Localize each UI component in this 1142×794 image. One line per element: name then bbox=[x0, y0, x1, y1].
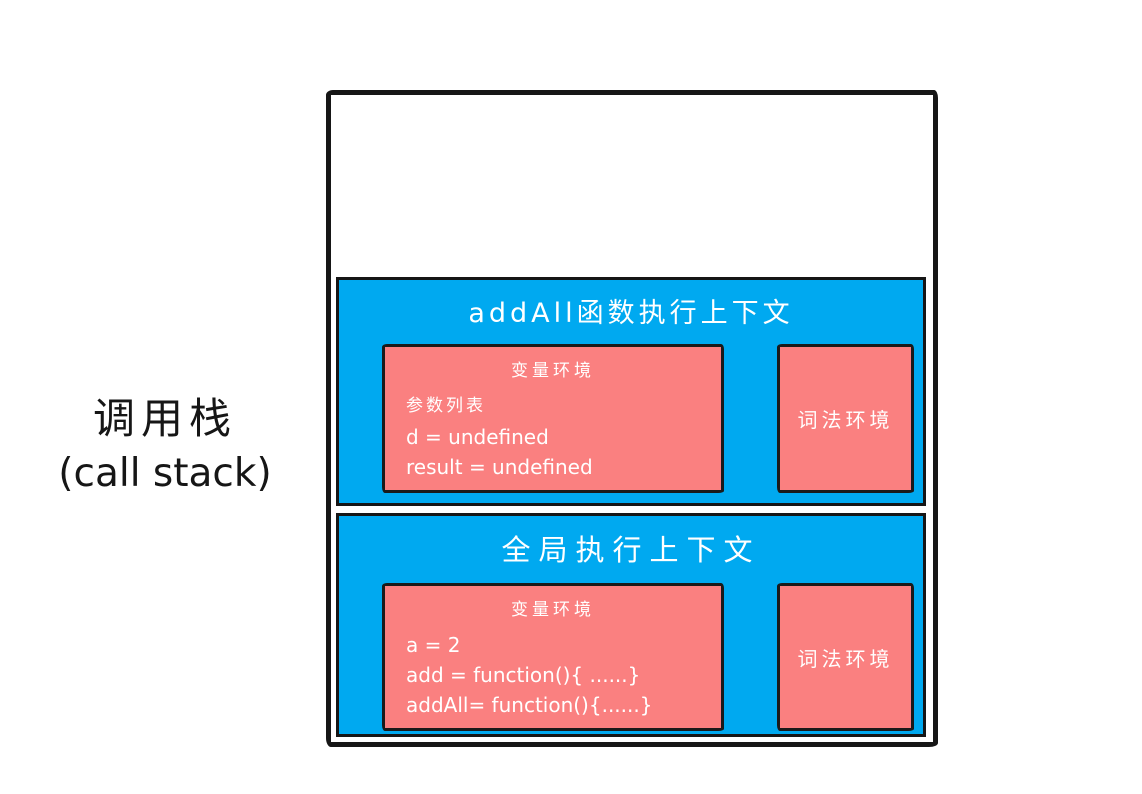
addall-lexical-environment-box: 词法环境 bbox=[777, 344, 914, 493]
call-stack-label-zh: 调用栈 bbox=[92, 394, 237, 443]
global-var-addall: addAll= function(){......} bbox=[406, 693, 653, 717]
addall-variable-environment-lines: 参数列表 d = undefined result = undefined bbox=[406, 390, 713, 482]
global-var-add: add = function(){ ......} bbox=[406, 663, 641, 687]
call-stack-label: 调用栈 (call stack) bbox=[30, 392, 300, 502]
global-variable-environment-lines: a = 2 add = function(){ ......} addAll= … bbox=[406, 630, 713, 720]
addall-var-d: d = undefined bbox=[406, 425, 549, 449]
call-stack-container: addAll函数执行上下文 变量环境 参数列表 d = undefined re… bbox=[326, 90, 938, 747]
addall-variable-environment-title: 变量环境 bbox=[511, 361, 595, 381]
global-var-a: a = 2 bbox=[406, 633, 461, 657]
global-lexical-environment-title: 词法环境 bbox=[797, 646, 894, 671]
execution-context-addall-title: addAll函数执行上下文 bbox=[468, 298, 794, 329]
global-lexical-environment-box: 词法环境 bbox=[777, 583, 914, 731]
global-variable-environment-title: 变量环境 bbox=[511, 600, 595, 620]
addall-parameter-list-label: 参数列表 bbox=[406, 396, 486, 416]
addall-lexical-environment-title: 词法环境 bbox=[797, 408, 894, 432]
addall-variable-environment-box: 变量环境 参数列表 d = undefined result = undefin… bbox=[382, 344, 724, 493]
global-variable-environment-box: 变量环境 a = 2 add = function(){ ......} add… bbox=[382, 583, 724, 731]
execution-context-global: 全局执行上下文 变量环境 a = 2 add = function(){ ...… bbox=[336, 513, 926, 737]
call-stack-label-en: (call stack) bbox=[58, 451, 272, 496]
execution-context-addall: addAll函数执行上下文 变量环境 参数列表 d = undefined re… bbox=[336, 277, 926, 506]
execution-context-global-title: 全局执行上下文 bbox=[501, 533, 761, 567]
addall-var-result: result = undefined bbox=[406, 455, 593, 479]
